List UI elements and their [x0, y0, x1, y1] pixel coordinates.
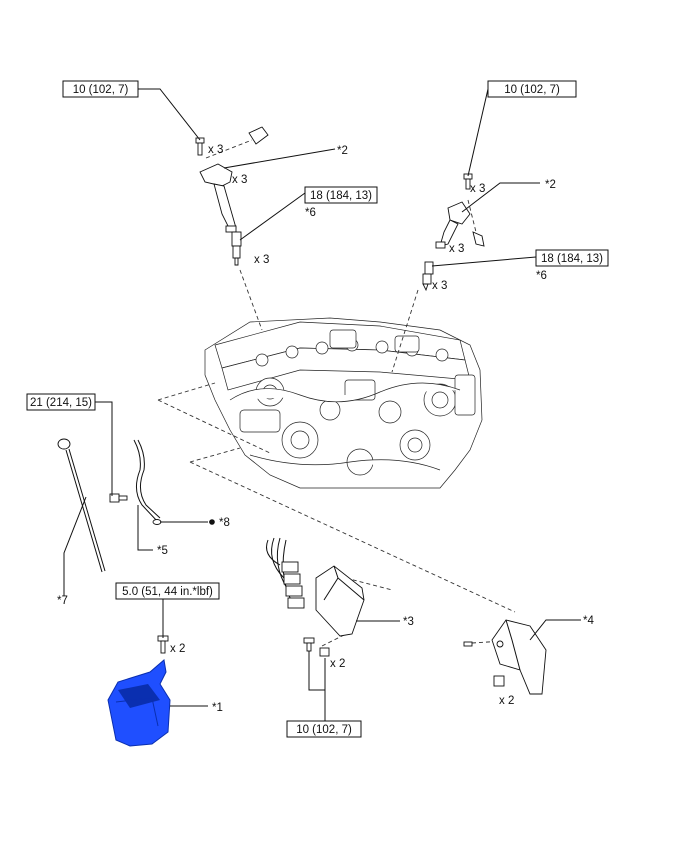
torque-spec-text: 21 (214, 15) — [30, 397, 92, 409]
torque-spec-text: 18 (184, 13) — [541, 253, 603, 265]
ignition-coil-left — [199, 126, 269, 233]
o-ring — [209, 519, 215, 525]
quantity-label: x 3 — [449, 243, 464, 255]
bracket-bolt — [463, 641, 473, 647]
callout-labels: *2 *2 *6 *6 *8 *5 *7 *3 *4 *1 — [57, 145, 594, 714]
quantity-label: x 2 — [170, 643, 185, 655]
quantity-label: x 3 — [254, 254, 269, 266]
torque-spec-text: 10 (102, 7) — [504, 84, 560, 96]
callout-2a: *2 — [337, 145, 348, 157]
torque-spec-1: 10 (102, 7) — [62, 80, 139, 98]
torque-spec-2: 10 (102, 7) — [487, 80, 577, 98]
coil-bolt-left — [195, 137, 205, 156]
quantity-label: x 3 — [432, 280, 447, 292]
torque-spec-3: 18 (184, 13) — [304, 186, 378, 204]
torque-spec-text: 5.0 (51, 44 in.*lbf) — [122, 586, 213, 598]
callout-4: *4 — [583, 615, 594, 627]
callout-6b: *6 — [536, 270, 547, 282]
torque-spec-text: 10 (102, 7) — [296, 724, 352, 736]
callout-3: *3 — [403, 616, 414, 628]
dashed-reference-lines — [157, 139, 521, 647]
leader-lines — [63, 88, 581, 721]
oil-dipstick — [57, 438, 106, 573]
spark-plug-right — [422, 261, 434, 292]
torque-spec-7: 10 (102, 7) — [286, 720, 362, 738]
module-nut — [319, 647, 330, 657]
engine-block — [204, 317, 483, 489]
module-bolt — [303, 637, 315, 652]
quantity-label: x 3 — [208, 144, 223, 156]
quantity-label: x 2 — [499, 695, 514, 707]
callout-7: *7 — [57, 595, 68, 607]
bracket-stud — [493, 675, 505, 687]
torque-spec-5: 21 (214, 15) — [26, 393, 96, 411]
callout-8: *8 — [219, 517, 230, 529]
ignition-coil-right — [435, 201, 485, 249]
highlighted-cover — [107, 659, 171, 747]
quantity-label: x 2 — [330, 658, 345, 670]
guide-bolt — [109, 493, 128, 503]
torque-spec-6: 5.0 (51, 44 in.*lbf) — [115, 582, 220, 600]
wire-harness-connectors — [266, 537, 305, 609]
quantity-labels: x 3 x 3 x 3 x 3 x 3 x 3 x 2 x 2 x 2 — [170, 144, 514, 707]
quantity-label: x 3 — [470, 183, 485, 195]
callout-5: *5 — [157, 545, 168, 557]
callout-1: *1 — [212, 702, 223, 714]
control-module — [315, 565, 365, 637]
torque-spec-text: 10 (102, 7) — [73, 84, 129, 96]
spark-plug-left — [231, 231, 242, 266]
quantity-label: x 3 — [232, 174, 247, 186]
mounting-bracket — [491, 619, 547, 695]
torque-spec-4: 18 (184, 13) — [535, 249, 609, 267]
callout-6a: *6 — [305, 207, 316, 219]
cover-bolt — [157, 635, 169, 654]
callout-2b: *2 — [545, 179, 556, 191]
torque-spec-text: 18 (184, 13) — [310, 190, 372, 202]
